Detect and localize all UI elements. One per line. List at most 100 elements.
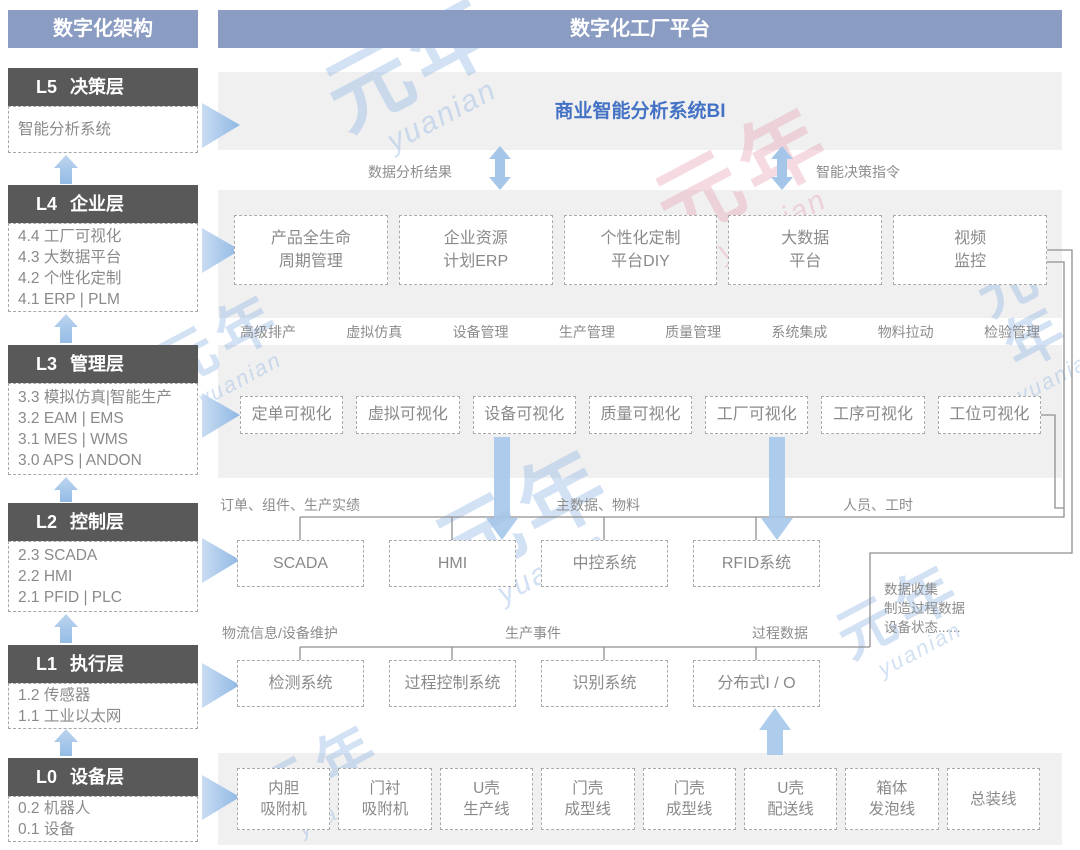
layer-header-l2: L2 控制层 [8,503,198,541]
band-bi [218,72,1062,150]
flow-label-decision-command: 智能决策指令 [816,164,900,180]
function-label: 物料拉动 [877,324,934,340]
layer-item: 0.2 机器人 [18,800,91,817]
layer-id: L3 [36,354,58,374]
layer-id: L5 [36,77,58,97]
double-arrow-left [489,146,511,190]
box-factory-viz: 工厂可视化 [705,396,809,434]
box-doorliner-suction: 门衬吸附机 [338,768,432,830]
function-label: 质量管理 [665,324,722,340]
flow-label-analysis-result: 数据分析结果 [368,164,452,180]
box-identification-system: 识别系统 [541,660,668,707]
box-video-monitor: 视频监控 [893,215,1047,285]
box-erp: 企业资源计划ERP [398,215,553,285]
layer-item: 3.0 APS | ANDON [18,452,142,469]
layer-item: 4.1 ERP | PLM [18,290,120,308]
layer-name: 管理层 [70,354,125,374]
bi-system-label: 商业智能分析系统BI [554,101,726,122]
box-ushell-production: U壳生产线 [439,768,534,830]
box-virtual-viz: 虚拟可视化 [356,396,460,434]
device-lines-row: 内胆吸附机 门衬吸附机 U壳生产线 门壳成型线 门壳成型线 U壳配送线 箱体发泡… [237,768,1040,830]
layer-header-l5: L5 决策层 [8,68,198,106]
box-station-viz: 工位可视化 [937,396,1041,434]
layer-item: 1.2 传感器 [18,687,91,704]
io-label-manhour: 人员、工时 [843,497,913,513]
box-bigdata-platform: 大数据平台 [728,215,883,285]
function-labels-row: 高级排产 虚拟仿真 设备管理 生产管理 质量管理 系统集成 物料拉动 检验管理 [240,322,1040,342]
layer-item: 1.1 工业以太网 [18,708,122,725]
io-label-logistics: 物流信息/设备维护 [222,625,338,641]
layer-items-l0: 0.2 机器人 0.1 设备 [8,796,198,842]
up-arrow-device [759,708,791,755]
layer-id: L2 [36,512,58,532]
enterprise-systems-row: 产品全生命周期管理 企业资源计划ERP 个性化定制平台DIY 大数据平台 视频监… [234,215,1047,285]
box-doorshell-forming-2: 门壳成型线 [642,768,736,830]
layer-header-l1: L1 执行层 [8,645,198,683]
double-arrow-right [771,146,793,190]
box-distributed-io: 分布式I / O [693,660,820,707]
layer-header-l4: L4 企业层 [8,185,198,223]
box-equipment-viz: 设备可视化 [472,396,576,434]
layer-id: L1 [36,654,58,674]
box-hmi: HMI [389,540,516,587]
control-systems-row: SCADA HMI 中控系统 RFID系统 [237,540,820,587]
box-final-assembly: 总装线 [946,768,1040,830]
layer-id: L4 [36,194,58,214]
layer-item: 4.4 工厂可视化 [18,227,122,245]
up-arrow-l3-l4 [54,314,78,343]
function-label: 检验管理 [983,324,1040,340]
platform-title: 数字化工厂平台 [218,10,1062,48]
up-arrow-l2-l3 [54,477,78,502]
layer-name: 决策层 [70,77,125,97]
box-rfid: RFID系统 [693,540,820,587]
box-central-control: 中控系统 [541,540,668,587]
layer-item: 2.1 PFID | PLC [18,589,122,606]
layer-item: 0.1 设备 [18,821,75,838]
box-diy-platform: 个性化定制平台DIY [563,215,718,285]
layer-item: 2.2 HMI [18,568,73,585]
box-scada: SCADA [237,540,364,587]
up-arrow-l0-l1 [54,729,78,756]
layer-name: 控制层 [70,512,125,532]
layer-header-l3: L3 管理层 [8,345,198,383]
box-quality-viz: 质量可视化 [588,396,693,434]
io-label-masterdata: 主数据、物料 [556,497,640,513]
layer-item: 4.3 大数据平台 [18,248,122,266]
right-arrow-l2 [202,538,240,583]
layer-header-l0: L0 设备层 [8,758,198,796]
layer-item: 4.2 个性化定制 [18,269,122,287]
layer-item: 3.2 EAM | EMS [18,410,124,427]
box-process-viz: 工序可视化 [821,396,925,434]
function-label: 高级排产 [240,324,296,340]
execution-systems-row: 检测系统 过程控制系统 识别系统 分布式I / O [237,660,820,707]
layer-item: 智能分析系统 [18,121,112,138]
layer-name: 企业层 [70,194,125,214]
up-arrow-l4-l5 [54,155,78,184]
layer-item: 3.3 模拟仿真|智能生产 [18,389,172,406]
right-arrow-l1 [202,663,240,708]
box-ushell-delivery: U壳配送线 [743,768,838,830]
up-arrow-l1-l2 [54,614,78,643]
layer-id: L0 [36,767,58,787]
box-process-control-system: 过程控制系统 [389,660,516,707]
layer-items-l2: 2.3 SCADA 2.2 HMI 2.1 PFID | PLC [8,541,198,612]
sidebar-title: 数字化架构 [8,10,198,48]
data-collection-note: 数据收集 制造过程数据 设备状态...... [884,582,965,635]
function-label: 虚拟仿真 [346,324,403,340]
layer-name: 执行层 [70,654,125,674]
layer-item: 3.1 MES | WMS [18,431,128,448]
function-label: 系统集成 [771,324,828,340]
layer-items-l3: 3.3 模拟仿真|智能生产 3.2 EAM | EMS 3.1 MES | WM… [8,383,198,475]
io-label-process-data: 过程数据 [752,625,808,641]
box-liner-suction: 内胆吸附机 [237,768,331,830]
box-order-viz: 定单可视化 [240,396,344,434]
io-label-orders: 订单、组件、生产实绩 [220,497,360,513]
layer-items-l5: 智能分析系统 [8,106,198,153]
box-doorshell-forming-1: 门壳成型线 [541,768,635,830]
box-plm: 产品全生命周期管理 [234,215,388,285]
box-detection-system: 检测系统 [237,660,364,707]
box-cabinet-foaming: 箱体发泡线 [845,768,939,830]
layer-items-l1: 1.2 传感器 1.1 工业以太网 [8,683,198,729]
io-label-production-event: 生产事件 [505,625,561,641]
layer-name: 设备层 [70,767,125,787]
